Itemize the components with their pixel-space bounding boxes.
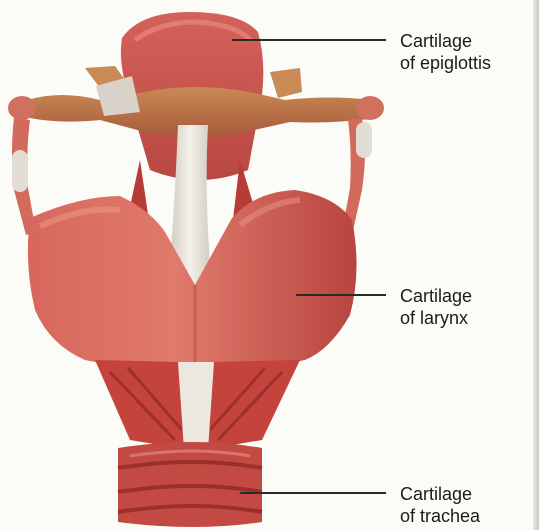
label-larynx-line2: of larynx [400, 307, 472, 329]
cricothyroid-muscles [95, 360, 300, 450]
label-larynx-line1: Cartilage [400, 285, 472, 307]
tracheal-cartilage [118, 442, 262, 527]
label-epiglottis: Cartilage of epiglottis [400, 30, 491, 74]
label-trachea-line2: of trachea [400, 505, 480, 527]
label-epiglottis-line2: of epiglottis [400, 52, 491, 74]
label-larynx: Cartilage of larynx [400, 285, 472, 329]
label-trachea-line1: Cartilage [400, 483, 480, 505]
label-epiglottis-line1: Cartilage [400, 30, 491, 52]
label-trachea: Cartilage of trachea [400, 483, 480, 527]
